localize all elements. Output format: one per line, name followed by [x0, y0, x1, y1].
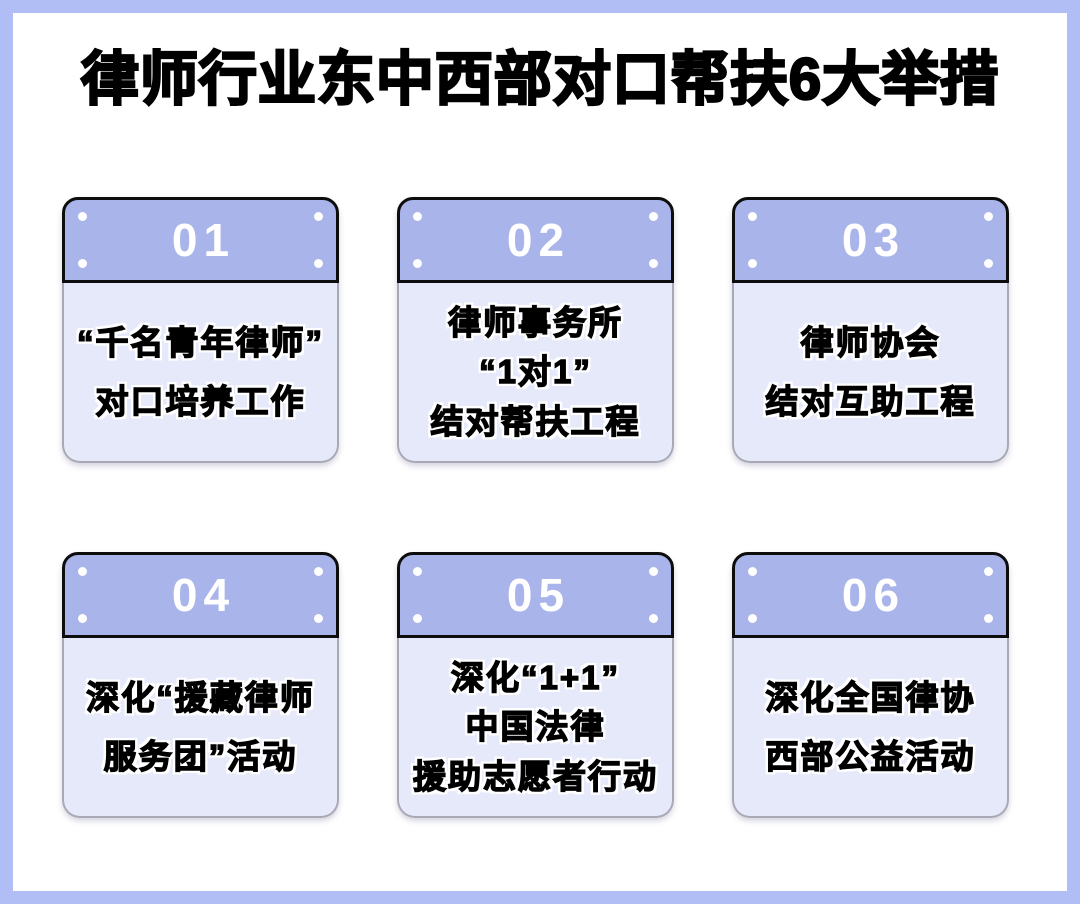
pin-dot-icon: [748, 212, 757, 221]
card-05-body: 深化“1+1” 中国法律 援助志愿者行动: [397, 638, 674, 818]
card-01-text: “千名青年律师” 对口培养工作: [76, 323, 324, 421]
pin-dot-icon: [314, 567, 323, 576]
pin-dot-icon: [649, 614, 658, 623]
card-01-body: “千名青年律师” 对口培养工作: [62, 283, 339, 463]
card-03-text: 律师协会 结对互助工程: [765, 323, 976, 421]
measures-grid: 01 “千名青年律师” 对口培养工作 02 律师事务所 “1对1” 结对帮扶工程: [62, 197, 1009, 818]
pin-dot-icon: [413, 614, 422, 623]
pin-dot-icon: [649, 567, 658, 576]
pin-dot-icon: [984, 567, 993, 576]
pin-dot-icon: [78, 567, 87, 576]
page-title: 律师行业东中西部对口帮扶6大举措: [80, 46, 1000, 113]
pin-dot-icon: [413, 212, 422, 221]
pin-dot-icon: [748, 259, 757, 268]
pin-dot-icon: [314, 259, 323, 268]
pin-dot-icon: [78, 614, 87, 623]
pin-dot-icon: [649, 259, 658, 268]
card-02-header: 02: [397, 197, 674, 283]
card-02-number: 02: [506, 214, 571, 266]
pin-dot-icon: [78, 259, 87, 268]
pin-dot-icon: [984, 259, 993, 268]
pin-dot-icon: [649, 212, 658, 221]
card-04-number: 04: [171, 569, 236, 621]
pin-dot-icon: [314, 212, 323, 221]
pin-dot-icon: [413, 259, 422, 268]
card-05-header: 05: [397, 552, 674, 638]
card-02-text: 律师事务所 “1对1” 结对帮扶工程: [430, 303, 641, 440]
card-05-text: 深化“1+1” 中国法律 援助志愿者行动: [412, 658, 658, 795]
pin-dot-icon: [748, 567, 757, 576]
measure-card-03: 03 律师协会 结对互助工程: [732, 197, 1009, 463]
pin-dot-icon: [984, 614, 993, 623]
measure-card-02: 02 律师事务所 “1对1” 结对帮扶工程: [397, 197, 674, 463]
card-05-number: 05: [506, 569, 571, 621]
card-06-number: 06: [841, 569, 906, 621]
pin-dot-icon: [984, 212, 993, 221]
card-03-header: 03: [732, 197, 1009, 283]
card-04-header: 04: [62, 552, 339, 638]
pin-dot-icon: [314, 614, 323, 623]
card-04-text: 深化“援藏律师 服务团”活动: [86, 678, 315, 776]
measure-card-05: 05 深化“1+1” 中国法律 援助志愿者行动: [397, 552, 674, 818]
card-06-header: 06: [732, 552, 1009, 638]
card-03-body: 律师协会 结对互助工程: [732, 283, 1009, 463]
card-03-number: 03: [841, 214, 906, 266]
measure-card-06: 06 深化全国律协 西部公益活动: [732, 552, 1009, 818]
card-01-header: 01: [62, 197, 339, 283]
pin-dot-icon: [748, 614, 757, 623]
pin-dot-icon: [413, 567, 422, 576]
card-06-text: 深化全国律协 西部公益活动: [765, 678, 976, 776]
card-02-body: 律师事务所 “1对1” 结对帮扶工程: [397, 283, 674, 463]
card-04-body: 深化“援藏律师 服务团”活动: [62, 638, 339, 818]
pin-dot-icon: [78, 212, 87, 221]
card-06-body: 深化全国律协 西部公益活动: [732, 638, 1009, 818]
card-01-number: 01: [171, 214, 236, 266]
measure-card-04: 04 深化“援藏律师 服务团”活动: [62, 552, 339, 818]
infographic-page: 律师行业东中西部对口帮扶6大举措 01 “千名青年律师” 对口培养工作: [13, 13, 1067, 891]
measure-card-01: 01 “千名青年律师” 对口培养工作: [62, 197, 339, 463]
